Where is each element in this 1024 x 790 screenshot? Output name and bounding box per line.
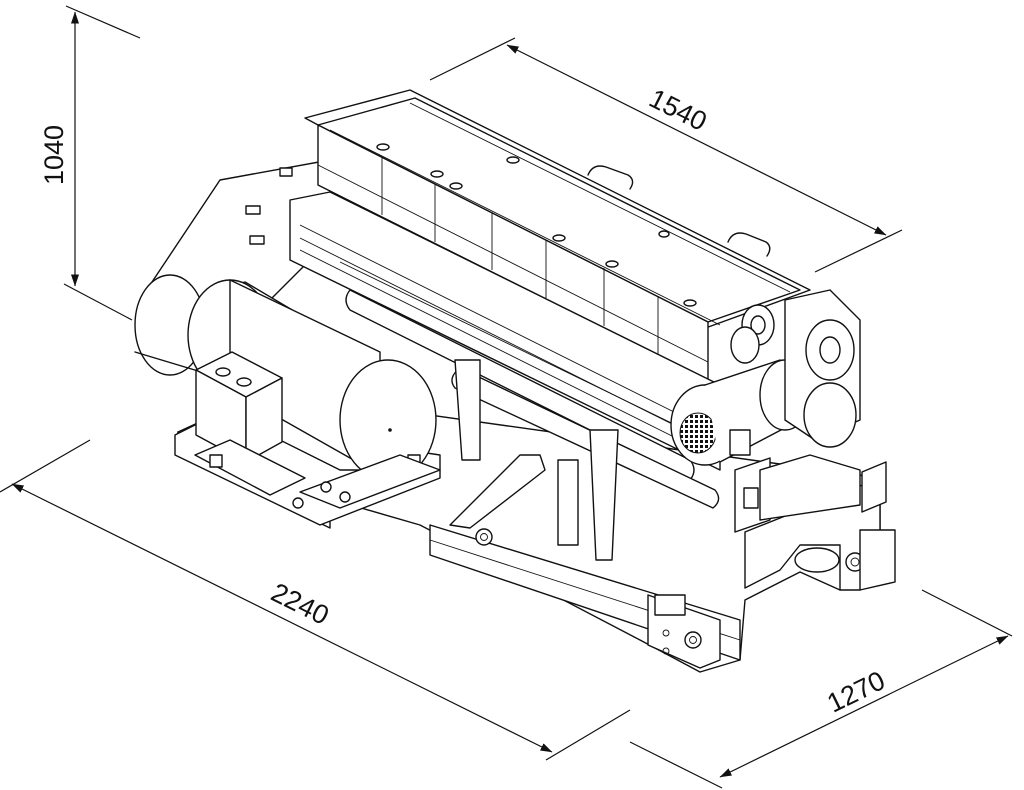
dimension-label-overall: 2240 [266, 577, 333, 631]
main-motor [174, 279, 441, 526]
dimension-label-height: 1040 [39, 125, 69, 185]
gear-motor [670, 289, 861, 533]
machine-body [289, 89, 811, 561]
machine-assembly [134, 89, 896, 673]
dimension-height-1040: 1040 [39, 5, 141, 321]
dimension-label-length: 1540 [644, 83, 711, 137]
